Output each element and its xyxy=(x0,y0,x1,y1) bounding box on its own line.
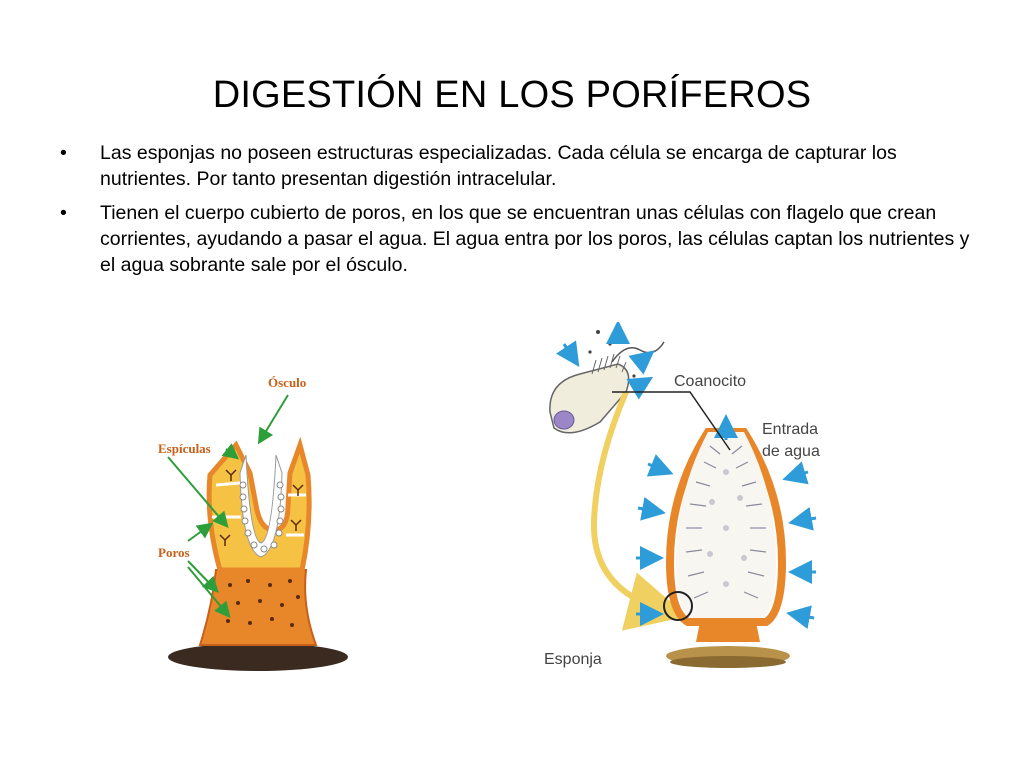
water-path xyxy=(590,390,688,631)
choanocyte-cell xyxy=(549,330,665,434)
bullet-marker: • xyxy=(60,202,67,224)
label-entrada-de-agua-line2: de agua xyxy=(762,443,820,460)
spicules xyxy=(219,469,304,546)
sponge-lower-body xyxy=(198,569,318,646)
label-coanocito: Coanocito xyxy=(674,373,746,390)
lower-body-pores xyxy=(226,579,300,627)
flagellum xyxy=(611,341,665,363)
bullet-text: Tienen el cuerpo cubierto de poros, en l… xyxy=(100,202,970,276)
sponge-body xyxy=(665,428,790,668)
bullet-item: • Las esponjas no poseen estructuras esp… xyxy=(60,140,970,192)
bullet-item: • Tienen el cuerpo cubierto de poros, en… xyxy=(60,200,970,278)
label-esponja: Esponja xyxy=(544,651,602,668)
label-entrada-de-agua-line1: Entrada xyxy=(762,421,818,438)
choanocyte-layer xyxy=(239,481,285,553)
label-arrows xyxy=(167,394,289,619)
water-flow-diagram: Coanocito Entrada de agua Esponja xyxy=(544,322,820,668)
label-osculo: Ósculo xyxy=(268,375,306,390)
coanocito-leader-line xyxy=(612,391,731,451)
slide-title: DIGESTIÓN EN LOS PORÍFEROS xyxy=(212,74,812,116)
bullet-text: Las esponjas no poseen estructuras espec… xyxy=(100,142,897,190)
label-poros: Poros xyxy=(158,545,190,560)
water-entry-arrows xyxy=(636,414,817,630)
detail-highlight-circle xyxy=(663,591,693,621)
bullet-list: • Las esponjas no poseen estructuras esp… xyxy=(60,140,970,286)
choanocyte-flow-arrows xyxy=(556,322,655,400)
bullet-marker: • xyxy=(60,142,67,164)
sponge-section-diagram: Ósculo Espículas Poros xyxy=(158,375,348,671)
label-espiculas: Espículas xyxy=(158,441,211,456)
soil-base xyxy=(168,643,348,671)
